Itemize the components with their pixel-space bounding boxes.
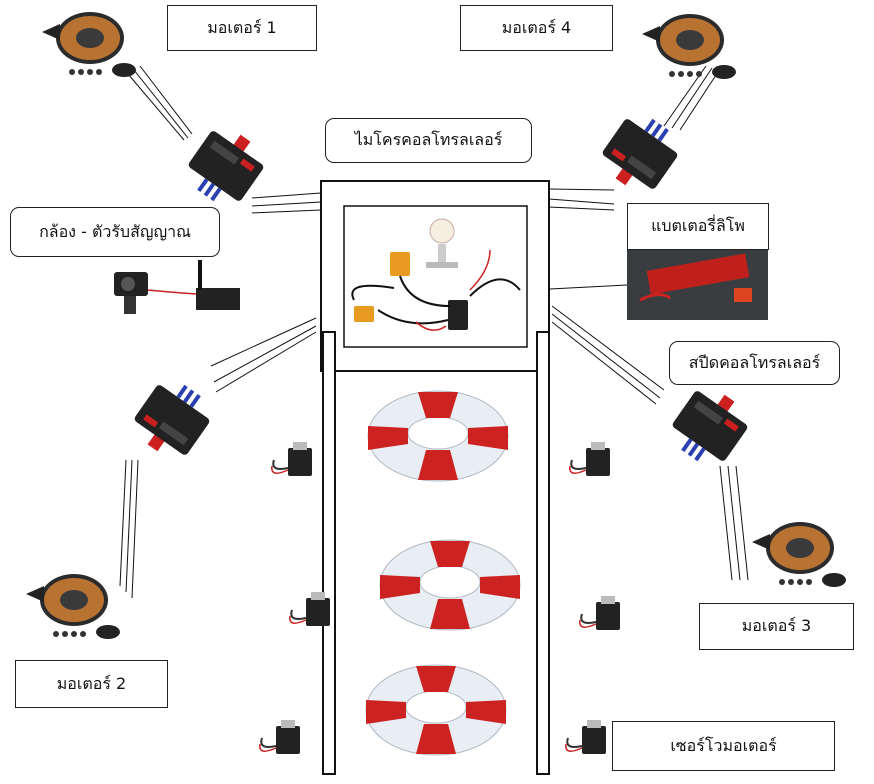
motor-3-icon [752,522,846,587]
connection-lines [119,65,749,599]
controller-board [343,205,528,348]
lifebuoy-1-icon [367,390,509,482]
lifebuoy-2-icon [379,539,521,631]
lipo-battery-icon [627,250,768,320]
servo-right-2-icon [578,595,621,631]
label-microcontroller: ไมโครคอลโทรลเลอร์ [325,118,532,163]
servo-left-3-icon [258,719,301,755]
label-motor-3: มอเตอร์ 3 [699,603,854,650]
motor-1-icon [42,12,136,77]
servo-left-2-icon [288,591,331,627]
label-motor-2: มอเตอร์ 2 [15,660,168,708]
servo-right-1-icon [568,441,611,477]
label-servo: เซอร์โวมอเตอร์ [612,721,835,771]
esc-1-icon [179,119,272,214]
label-battery: แบตเตอรี่ลิโพ [627,203,769,250]
label-motor-4: มอเตอร์ 4 [460,5,613,51]
lifebuoy-3-icon [365,664,507,756]
servo-right-3-icon [564,719,607,755]
motor-2-icon [26,574,120,639]
esc-2-icon [126,372,219,467]
esc-3-icon [663,379,756,474]
motor-4-icon [642,14,736,79]
servo-left-1-icon [270,441,313,477]
esc-4-icon [594,106,687,201]
label-speed-controller: สปีดคอลโทรลเลอร์ [669,341,840,385]
camera-icon [114,260,240,314]
label-camera-receiver: กล้อง - ตัวรับสัญญาณ [10,207,220,257]
label-motor-1: มอเตอร์ 1 [167,5,317,51]
